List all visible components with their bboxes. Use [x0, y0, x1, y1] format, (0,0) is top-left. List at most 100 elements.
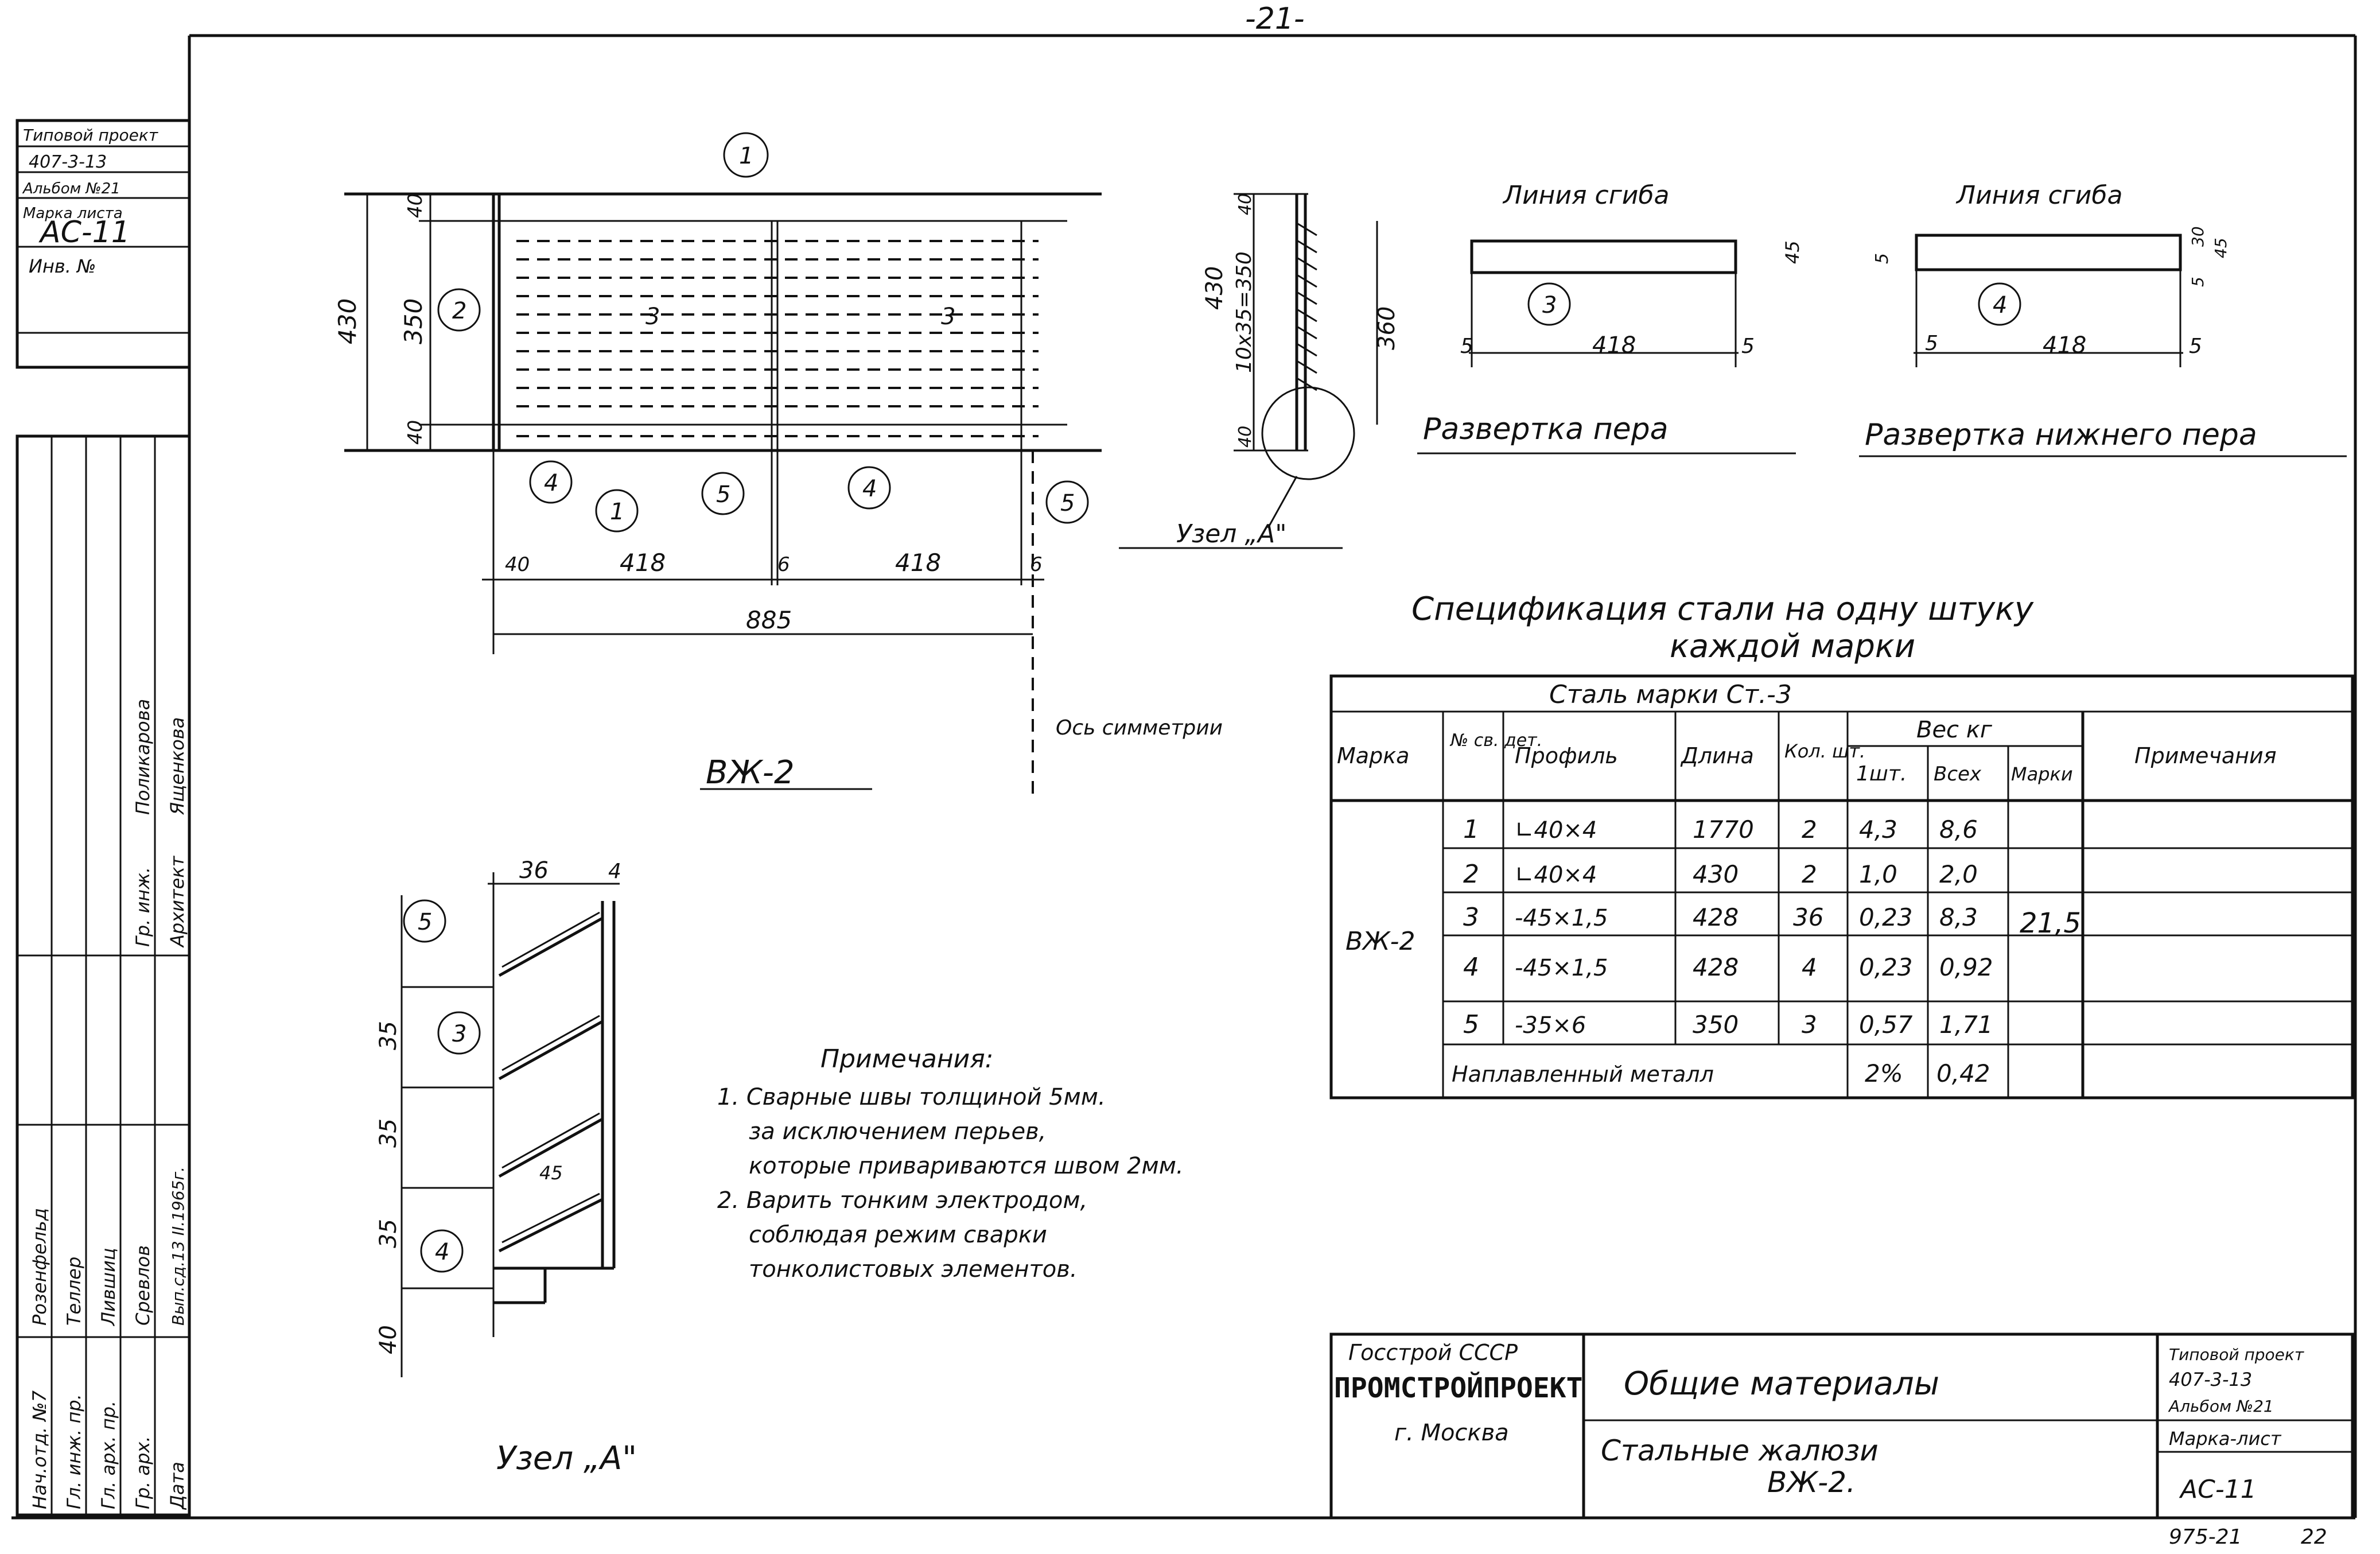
notes: Примечания: 1. Сварные швы толщиной 5мм.…: [717, 1044, 1184, 1283]
node-h1: 35: [375, 1021, 402, 1050]
name-1: Теллер: [63, 1257, 85, 1326]
role-0: Нач.отд. №7: [29, 1390, 50, 1509]
dim-w-p1: 418: [620, 549, 666, 577]
node-callout-3-label: 3: [452, 1021, 466, 1047]
dim-h-bot: 40: [404, 420, 427, 445]
row-1-wall: 2,0: [1939, 860, 1978, 888]
unfold-lower-w: 418: [2043, 332, 2086, 359]
hdr-mark: Марка: [1337, 743, 1409, 768]
row-0-qty: 2: [1802, 815, 1817, 844]
role-3: Гр. арх.: [132, 1436, 154, 1509]
main-elevation-view: 430 350 40 40 40 418 6 418 6 885 1 2 3 3…: [333, 132, 1223, 798]
dim-h-mid: 350: [399, 298, 427, 344]
note-line-1: за исключением перьев,: [749, 1118, 1046, 1145]
note-line-0: 1. Сварные швы толщиной 5мм.: [717, 1084, 1106, 1110]
role-1: Гл. инж. пр.: [63, 1394, 85, 1509]
row-0-length: 1770: [1693, 815, 1754, 844]
row-2-length: 428: [1693, 903, 1739, 931]
name-0: Розенфельд: [29, 1208, 50, 1326]
node-callout-3: [437, 1011, 481, 1055]
row-3-wall: 0,92: [1939, 953, 1993, 981]
row-3-w1: 0,23: [1859, 953, 1913, 981]
sec-h-total: 430: [1201, 266, 1228, 310]
row-1-profile: ∟40×4: [1515, 862, 1597, 888]
callout-1-bot-label: 1: [610, 499, 624, 525]
margin-type-project-num: 407-3-13: [29, 152, 107, 172]
tb-city: г. Москва: [1394, 1420, 1509, 1446]
callout-5a-label: 5: [716, 481, 730, 508]
left-margin-stamp: Типовой проект 407-3-13 Альбом №21 Марка…: [15, 119, 191, 1517]
tb-album: Альбом №21: [2168, 1397, 2274, 1416]
row-1-n: 2: [1463, 860, 1479, 889]
unfold-blade: Линия сгиба 3 418 5 5 45 Развертка пера: [1417, 181, 1803, 454]
row-4-profile: -35×6: [1515, 1012, 1586, 1039]
unfold-lower-tl: 5: [1872, 253, 1892, 264]
main-mark-label: ВЖ-2: [706, 754, 795, 791]
callout-4b-label: 4: [862, 476, 877, 502]
hdr-notes: Примечания: [2134, 743, 2277, 768]
note-line-2: которые привариваются швом 2мм.: [749, 1153, 1184, 1179]
unfold-blade-callout: [1527, 282, 1571, 326]
unfold-lower-callout: [1978, 282, 2021, 326]
row-0-profile: ∟40×4: [1515, 817, 1597, 844]
callout-5b: [1045, 480, 1089, 524]
node-w1: 36: [519, 857, 549, 884]
role-4: Дата: [166, 1462, 188, 1510]
hdr-w-one: 1шт.: [1856, 762, 1907, 786]
callout-1-top: [723, 132, 769, 178]
tb-tp-label: Типовой проект: [2169, 1345, 2304, 1364]
row-2-profile: -45×1,5: [1515, 905, 1608, 931]
callout-2: [437, 288, 481, 332]
hdr-qty: Кол. шт.: [1784, 740, 1865, 762]
node-callout-5-label: 5: [418, 909, 432, 935]
node-callout-4-label: 4: [435, 1239, 449, 1265]
row-2-qty: 36: [1793, 903, 1823, 931]
hdr-det-no: № св. дет.: [1449, 731, 1542, 751]
margin-inv-label: Инв. №: [29, 255, 96, 277]
unfold-lower-title: Развертка нижнего пера: [1865, 418, 2257, 452]
callout-2-label: 2: [452, 298, 466, 324]
row-0-n: 1: [1463, 815, 1479, 844]
callout-4a-label: 4: [544, 470, 558, 496]
unfold-lower-r: 5: [2189, 335, 2202, 358]
spec-row: 3 -45×1,5 428 36 0,23 8,3: [1463, 903, 1978, 932]
node-a-circle: [1261, 386, 1355, 480]
role2-0: Гр. инж.: [132, 867, 154, 947]
blades: [516, 240, 1039, 437]
note-line-3: 2. Варить тонким электродом,: [717, 1187, 1087, 1214]
unfold-blade-l: 5: [1460, 335, 1473, 358]
node-h4: 40: [375, 1325, 402, 1354]
sec-h-right: 360: [1374, 306, 1400, 350]
row-1-length: 430: [1693, 860, 1739, 888]
row-4-length: 350: [1693, 1011, 1739, 1039]
unfold-blade-bend: Линия сгиба: [1502, 181, 1670, 210]
row-2-n: 3: [1463, 903, 1479, 932]
callout-3b-label: 3: [941, 304, 955, 330]
spec-row: 4 -45×1,5 428 4 0,23 0,92: [1463, 953, 1993, 982]
dim-w-right: 6: [1030, 553, 1043, 576]
row-4-wall: 1,71: [1939, 1011, 1993, 1039]
margin-sheet-mark: АС-11: [38, 215, 130, 250]
tb-sheet-label: Марка-лист: [2169, 1428, 2282, 1450]
row-2-w1: 0,23: [1859, 903, 1913, 931]
dim-h-total: 430: [333, 298, 361, 344]
deposited-label: Наплавленный металл: [1452, 1062, 1714, 1087]
unfold-lower-l: 5: [1925, 332, 1938, 355]
hdr-profile: Профиль: [1515, 743, 1618, 768]
tb-sheet: АС-11: [2179, 1475, 2257, 1504]
unfold-lower-h3: 45: [2211, 238, 2230, 258]
unfold-blade-r: 5: [1741, 335, 1755, 358]
spec-row: 5 -35×6 350 3 0,57 1,71: [1463, 1010, 1993, 1039]
margin-type-project: Типовой проект: [23, 126, 158, 145]
unfold-blade-title: Развертка пера: [1423, 412, 1668, 446]
callout-4a: [529, 460, 573, 504]
role-2: Гл. арх. пр.: [98, 1401, 119, 1509]
footer-num: 22: [2301, 1525, 2327, 1549]
dim-h-top: 40: [404, 193, 427, 218]
section-node-label: Узел „А": [1176, 519, 1287, 549]
row-0-w1: 4,3: [1859, 815, 1897, 844]
callout-3a-label: 3: [645, 304, 660, 330]
name-4: Вып.сд.13 II.1965г.: [169, 1167, 188, 1326]
spec-steel: Сталь марки Ст.-3: [1549, 680, 1792, 709]
hdr-length: Длина: [1680, 743, 1754, 768]
